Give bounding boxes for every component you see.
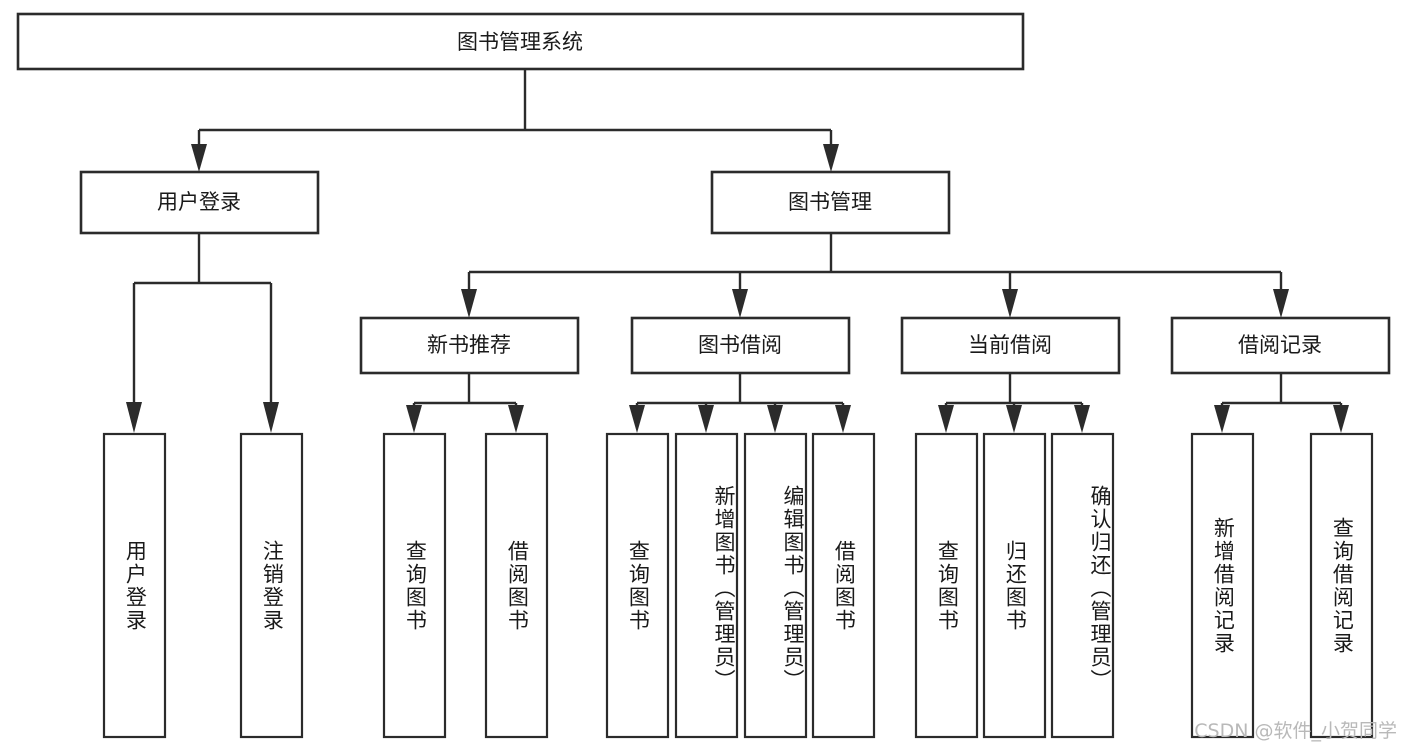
node-label-leaf-query-book-3: 查询图书 (935, 539, 960, 632)
node-box-new-book-recommend[interactable] (359, 316, 580, 375)
node-box-root[interactable] (16, 12, 1025, 71)
arrow-head-new-book (461, 289, 477, 318)
node-label-leaf-borrow-book-1: 借阅图书 (505, 539, 530, 632)
node-box-current-borrow[interactable] (900, 316, 1121, 375)
node-box-leaf-borrow-book-1[interactable] (484, 432, 549, 739)
node-box-leaf-query-book-1[interactable] (382, 432, 447, 739)
node-label-leaf-logout: 注销登录 (260, 539, 285, 632)
node-label-leaf-add-book: 新增图书（管理员） (712, 485, 736, 692)
arrow-head-leaf-bookborrow-1 (629, 405, 645, 433)
node-box-leaf-logout[interactable] (239, 432, 304, 739)
node-label-leaf-return-book: 归还图书 (1003, 539, 1028, 632)
arrow-head-leaf-newbook-2 (508, 405, 524, 433)
arrow-head-leaf-newbook-1 (406, 405, 422, 433)
node-label-current-borrow: 当前借阅 (968, 333, 1052, 357)
node-box-leaf-add-book[interactable] (674, 432, 739, 739)
node-label-leaf-borrow-book-2: 借阅图书 (832, 539, 857, 632)
node-box-leaf-confirm-return[interactable] (1050, 432, 1115, 739)
arrow-head-leaf-currentborrow-2 (1006, 405, 1022, 433)
node-label-book-management: 图书管理 (788, 190, 872, 214)
node-box-user-login[interactable] (79, 170, 320, 235)
node-label-leaf-confirm-return: 确认归还（管理员） (1088, 485, 1112, 692)
node-box-borrow-record[interactable] (1170, 316, 1391, 375)
node-label-leaf-query-record: 查询借阅记录 (1330, 516, 1355, 655)
node-label-leaf-add-record: 新增借阅记录 (1211, 516, 1236, 655)
watermark-text: CSDN @软件_小贺同学 (1194, 720, 1397, 742)
node-label-leaf-query-book-2: 查询图书 (626, 539, 651, 632)
arrow-head-book-management (823, 144, 839, 172)
node-label-root: 图书管理系统 (457, 30, 583, 54)
arrow-head-leaf-bookborrow-4 (835, 405, 851, 433)
node-box-leaf-borrow-book-2[interactable] (811, 432, 876, 739)
node-label-leaf-user-login: 用户登录 (123, 539, 148, 632)
node-box-leaf-query-record[interactable] (1309, 432, 1374, 739)
arrow-head-user-login (191, 144, 207, 172)
node-box-book-management[interactable] (710, 170, 951, 235)
arrow-head-leaf-user-2 (263, 402, 279, 433)
connector-group-borrow-record (1214, 373, 1349, 433)
connector-group-user-login (126, 233, 279, 433)
connector-group-new-book (406, 373, 524, 433)
arrow-head-leaf-currentborrow-1 (938, 405, 954, 433)
node-label-borrow-record: 借阅记录 (1238, 333, 1322, 357)
node-box-leaf-user-login[interactable] (102, 432, 167, 739)
connector-group-book-borrow (629, 373, 851, 433)
node-label-leaf-query-book-1: 查询图书 (403, 539, 428, 632)
node-box-book-borrow[interactable] (630, 316, 851, 375)
connector-group-current-borrow (938, 373, 1090, 433)
arrow-head-leaf-user-1 (126, 402, 142, 433)
arrow-head-leaf-currentborrow-3 (1074, 405, 1090, 433)
node-box-leaf-return-book[interactable] (982, 432, 1047, 739)
arrow-head-book-borrow (732, 289, 748, 318)
connector-group-root (191, 69, 839, 172)
node-box-leaf-query-book-2[interactable] (605, 432, 670, 739)
arrow-head-borrow-record (1273, 289, 1289, 318)
arrow-head-leaf-bookborrow-3 (767, 405, 783, 433)
connector-group-book-management (461, 233, 1289, 318)
arrow-head-leaf-bookborrow-2 (698, 405, 714, 433)
node-box-leaf-edit-book[interactable] (743, 432, 808, 739)
node-box-leaf-add-record[interactable] (1190, 432, 1255, 739)
node-label-new-book-recommend: 新书推荐 (427, 333, 511, 357)
node-label-user-login: 用户登录 (157, 190, 241, 214)
node-label-book-borrow: 图书借阅 (698, 333, 782, 357)
arrow-head-current-borrow (1002, 289, 1018, 318)
node-label-leaf-edit-book: 编辑图书（管理员） (781, 485, 805, 692)
arrow-head-leaf-borrowrecord-2 (1333, 405, 1349, 433)
node-box-leaf-query-book-3[interactable] (914, 432, 979, 739)
arrow-head-leaf-borrowrecord-1 (1214, 405, 1230, 433)
